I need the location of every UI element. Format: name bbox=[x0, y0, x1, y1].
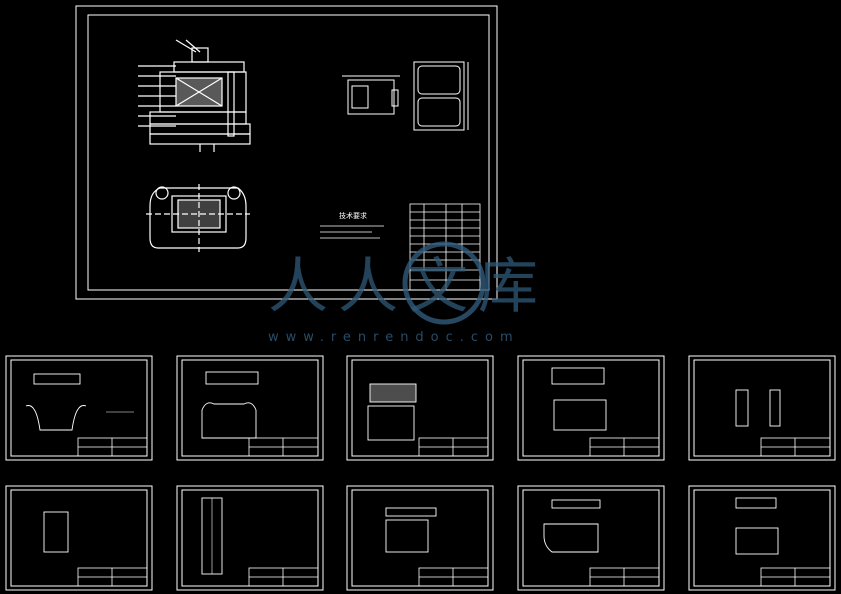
main-sheet-inner-border bbox=[87, 14, 490, 291]
part-sheet-4[interactable] bbox=[517, 355, 665, 461]
part-sheet-5[interactable] bbox=[688, 355, 836, 461]
die-plan-view bbox=[146, 184, 250, 252]
watermark-logo-ring bbox=[402, 241, 486, 325]
part-detail-view bbox=[342, 75, 400, 115]
strip-layout-view bbox=[413, 61, 469, 131]
part-sheet-8[interactable] bbox=[346, 485, 494, 591]
technical-requirements: 技术要求 bbox=[320, 211, 384, 239]
part-sheet-2[interactable] bbox=[176, 355, 324, 461]
watermark-url: www.renrendoc.com bbox=[268, 330, 520, 345]
die-section-view bbox=[138, 39, 251, 152]
tech-requirements-title: 技术要求 bbox=[339, 211, 367, 220]
main-sheet-outer-border bbox=[75, 5, 498, 300]
part-sheet-7[interactable] bbox=[176, 485, 324, 591]
part-sheet-3[interactable] bbox=[346, 355, 494, 461]
part-sheet-10[interactable] bbox=[688, 485, 836, 591]
watermark-logo-text: 人人文库 bbox=[268, 252, 548, 322]
part-sheet-9[interactable] bbox=[517, 485, 665, 591]
part-sheet-6[interactable] bbox=[5, 485, 153, 591]
part-sheet-1[interactable] bbox=[5, 355, 153, 461]
